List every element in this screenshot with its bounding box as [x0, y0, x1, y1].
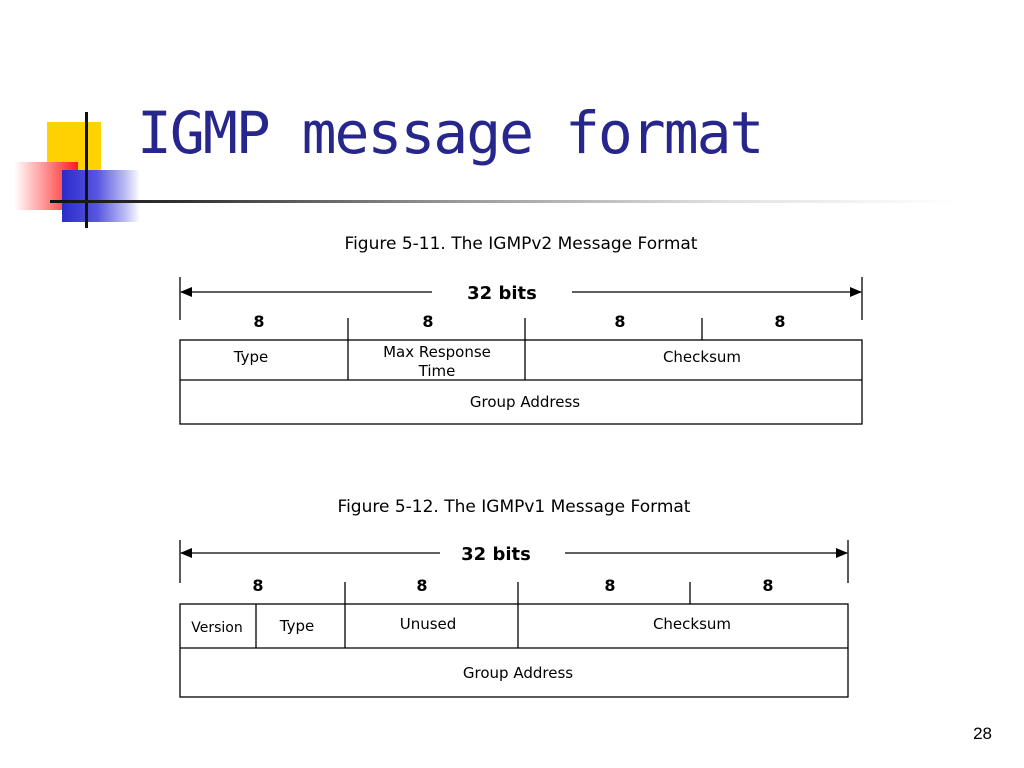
field-type: Type — [233, 348, 268, 366]
page-number: 28 — [973, 724, 992, 743]
width-label: 32 bits — [461, 544, 531, 565]
bit-label-3: 8 — [614, 312, 625, 331]
bit-label-4: 8 — [762, 576, 773, 595]
field-version: Version — [191, 620, 242, 636]
bit-labels: 8 8 8 8 — [252, 576, 774, 604]
width-label: 32 bits — [467, 283, 537, 304]
field-unused: Unused — [400, 615, 457, 633]
decor-blue-square — [62, 170, 140, 222]
field-checksum: Checksum — [663, 348, 741, 366]
slide-title: IGMP message format — [137, 99, 764, 167]
width-indicator: 32 bits — [179, 540, 849, 583]
bit-label-1: 8 — [253, 312, 264, 331]
bit-label-3: 8 — [604, 576, 615, 595]
field-group-address: Group Address — [463, 664, 573, 682]
bit-label-2: 8 — [416, 576, 427, 595]
width-indicator: 32 bits — [179, 277, 863, 320]
bit-labels: 8 8 8 8 — [253, 312, 786, 340]
bit-label-1: 8 — [252, 576, 263, 595]
bit-label-4: 8 — [774, 312, 785, 331]
field-group-address: Group Address — [470, 393, 580, 411]
field-checksum: Checksum — [653, 615, 731, 633]
figure-igmpv2-caption: Figure 5-11. The IGMPv2 Message Format — [345, 234, 698, 254]
field-max-response-line2: Time — [418, 362, 456, 380]
bit-label-2: 8 — [422, 312, 433, 331]
field-max-response-line1: Max Response — [383, 343, 491, 361]
figure-igmpv2: Figure 5-11. The IGMPv2 Message Format 3… — [179, 234, 863, 425]
field-type: Type — [279, 617, 314, 635]
message-table: Type Max Response Time Checksum Group Ad… — [179, 339, 863, 425]
message-table: Version Type Unused Checksum Group Addre… — [179, 603, 849, 698]
table-border — [179, 603, 849, 698]
figure-igmpv1-caption: Figure 5-12. The IGMPv1 Message Format — [338, 497, 691, 517]
decor-vertical-line — [85, 112, 88, 228]
title-underline — [50, 200, 960, 203]
table-border — [179, 339, 863, 425]
figure-igmpv1: Figure 5-12. The IGMPv1 Message Format 3… — [179, 497, 849, 698]
